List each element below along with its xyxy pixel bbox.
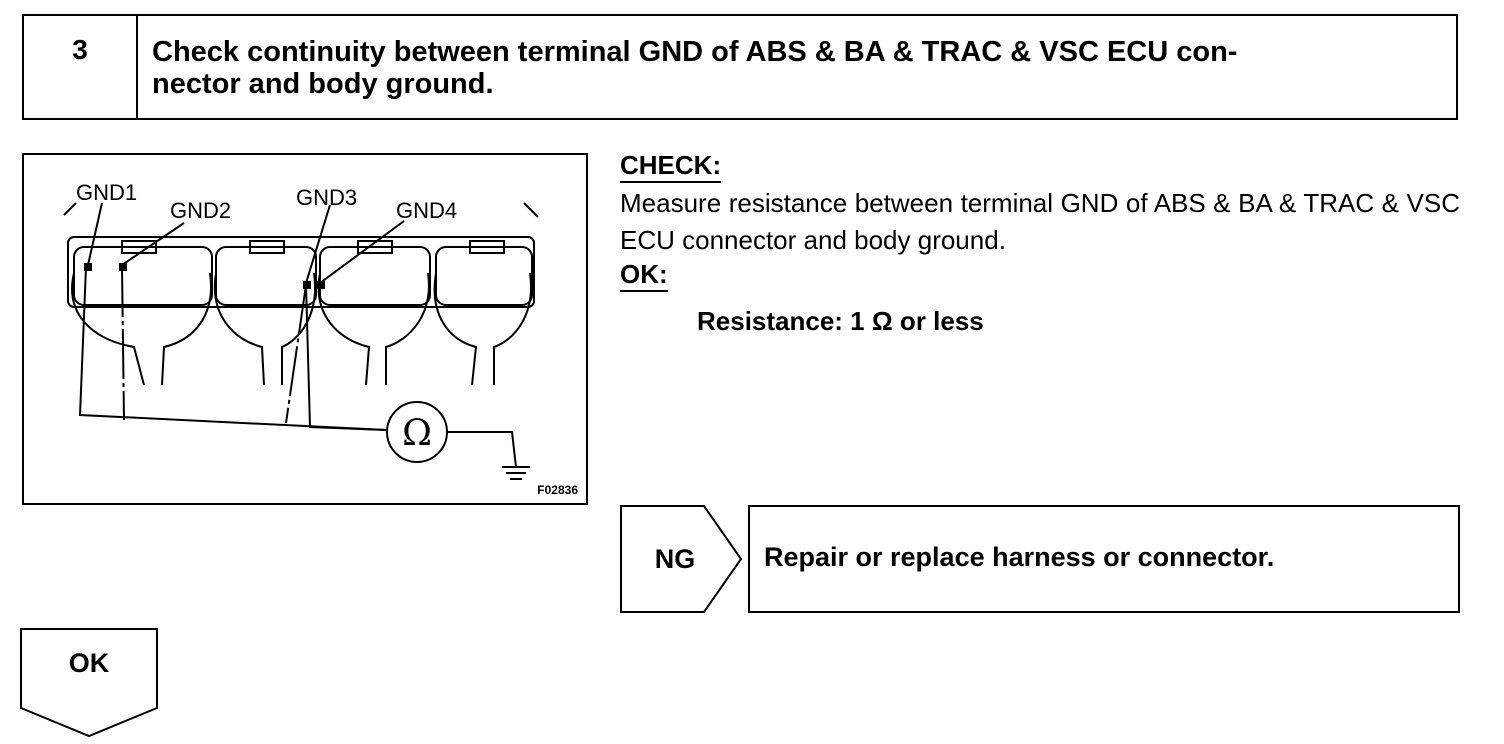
figure-code: F02836 (537, 483, 578, 497)
ok-heading: OK: (620, 259, 668, 292)
ohmmeter-symbol: Ω (402, 413, 432, 454)
gnd3-label: GND3 (296, 185, 358, 210)
gnd2-label: GND2 (170, 198, 232, 223)
check-heading: CHECK: (620, 150, 722, 183)
step-header: 3 Check continuity between terminal GND … (22, 14, 1458, 120)
gnd1-label: GND1 (76, 180, 138, 205)
check-section: CHECK: Measure resistance between termin… (620, 150, 1460, 337)
ng-action: Repair or replace harness or connector. (748, 505, 1460, 613)
ok-result-tag: OK (20, 628, 160, 740)
ng-label: NG (654, 543, 696, 574)
ok-label: OK (68, 648, 110, 678)
gnd4-label: GND4 (396, 198, 458, 223)
step-title: Check continuity between terminal GND of… (152, 36, 1238, 100)
resistance-spec: Resistance: 1 Ω or less (697, 306, 984, 336)
ng-result-tag: NG (620, 505, 744, 613)
connector-diagram: Ω GND1 GND2 GND3 GND4 F02836 (22, 153, 588, 505)
check-instruction: Measure resistance between terminal GND … (620, 188, 1460, 255)
step-number: 3 (24, 16, 138, 118)
connector-diagram-drawing: Ω (63, 202, 539, 480)
